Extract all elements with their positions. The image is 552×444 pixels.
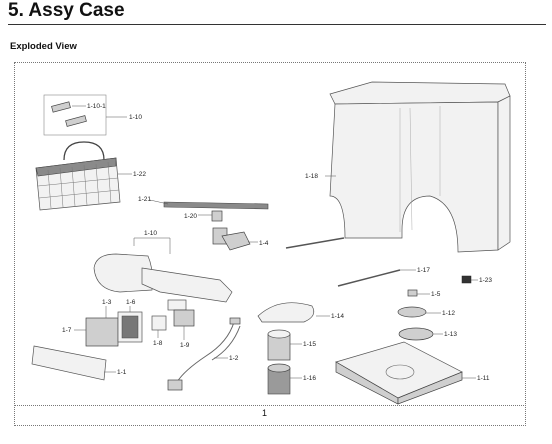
lower-spray-arm [149, 199, 269, 210]
cutlery-basket [35, 141, 132, 211]
label-1-6: 1-6 [126, 299, 136, 306]
label-1-14: 1-14 [331, 313, 344, 320]
label-1-12: 1-12 [442, 310, 455, 317]
tub-frame [325, 81, 511, 253]
wire-harness [167, 317, 241, 391]
label-1-15: 1-15 [303, 341, 316, 348]
micro-filter [267, 363, 302, 395]
footer-divider [14, 405, 526, 406]
label-1-5: 1-5 [431, 291, 441, 298]
base-assembly [335, 341, 476, 405]
front-panel [31, 345, 116, 381]
label-1-10-1: 1-10-1 [87, 103, 106, 110]
label-1-13: 1-13 [444, 331, 457, 338]
label-1-18: 1-18 [305, 173, 318, 180]
small-clip [461, 275, 478, 284]
exploded-view-panel [14, 62, 526, 426]
label-1-16: 1-16 [303, 375, 316, 382]
label-1-11: 1-11 [477, 375, 490, 382]
filter-cylinder [267, 329, 302, 361]
clip-set-box [43, 94, 127, 136]
sensor-clip [173, 309, 195, 340]
label-1-1: 1-1 [117, 369, 127, 376]
label-1-4: 1-4 [259, 240, 269, 247]
label-1-10-panel: 1-10 [144, 230, 157, 237]
washer-disc [398, 327, 443, 341]
page-number: 1 [262, 408, 268, 418]
small-bracket [151, 315, 167, 338]
page-title: 5. Assy Case [8, 0, 125, 21]
section-subtitle: Exploded View [10, 41, 77, 52]
label-1-10-top: 1-10 [129, 114, 142, 121]
label-1-22: 1-22 [133, 171, 146, 178]
panel-bracket-group [93, 237, 233, 311]
label-1-7: 1-7 [62, 327, 72, 334]
control-module [74, 306, 143, 347]
label-1-17: 1-17 [417, 267, 430, 274]
nozzle [407, 289, 430, 297]
label-1-9: 1-9 [180, 342, 190, 349]
label-1-3: 1-3 [102, 299, 112, 306]
title-rule [8, 24, 546, 25]
drain-hoses [285, 237, 416, 287]
label-1-21: 1-21 [138, 196, 151, 203]
pump-assembly [212, 227, 258, 251]
spray-hub [397, 306, 441, 318]
label-1-8: 1-8 [153, 340, 163, 347]
spray-arm-holder [198, 210, 223, 222]
label-1-2: 1-2 [229, 355, 239, 362]
label-1-23: 1-23 [479, 277, 492, 284]
filter-plate [257, 302, 330, 323]
label-1-20: 1-20 [184, 213, 197, 220]
